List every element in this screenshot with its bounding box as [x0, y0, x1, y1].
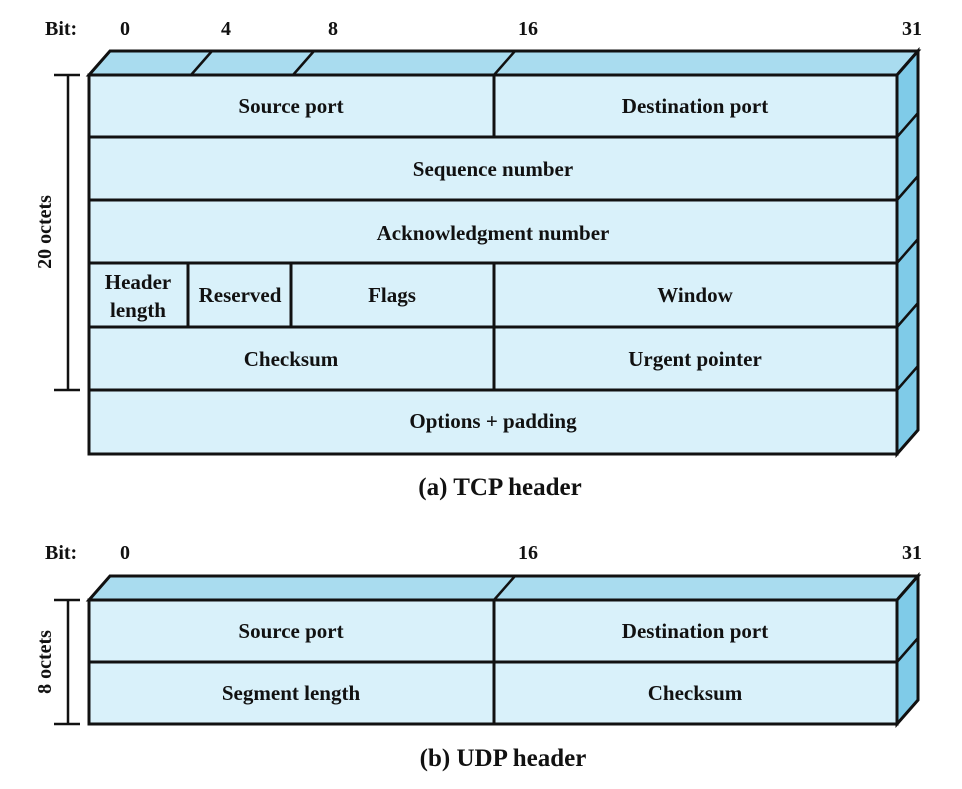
udp-header-caption: (b) UDP header [420, 745, 587, 772]
tcp-field-reserved: Reserved [199, 283, 282, 307]
udp-octets-label: 8 octets [34, 630, 56, 694]
udp-field-checksum: Checksum [648, 681, 743, 705]
udp-bit-31: 31 [902, 542, 922, 564]
udp-octet-bracket [54, 598, 80, 726]
tcp-field-header-length-line2: length [110, 298, 166, 322]
tcp-bit-8: 8 [328, 18, 338, 40]
tcp-field-sequence-number: Sequence number [413, 157, 573, 181]
tcp-bit-16: 16 [518, 18, 538, 40]
tcp-bit-0: 0 [120, 18, 130, 40]
udp-bit-prefix: Bit: [45, 542, 77, 564]
tcp-bit-31: 31 [902, 18, 922, 40]
tcp-header-diagram: Bit: 0 4 8 16 31 Source p [34, 18, 922, 501]
tcp-bit-prefix: Bit: [45, 18, 77, 40]
tcp-field-flags: Flags [368, 283, 416, 307]
tcp-field-header-length-line1: Header [105, 270, 171, 294]
tcp-header-caption: (a) TCP header [418, 474, 581, 501]
tcp-field-urgent-pointer: Urgent pointer [628, 347, 762, 371]
tcp-octets-label: 20 octets [34, 195, 56, 269]
tcp-top-divider-16 [493, 50, 516, 76]
tcp-field-acknowledgment-number: Acknowledgment number [377, 221, 610, 245]
tcp-field-window: Window [657, 283, 733, 307]
tcp-field-options-padding: Options + padding [409, 409, 577, 433]
udp-field-source-port: Source port [238, 619, 343, 643]
udp-bit-0: 0 [120, 542, 130, 564]
udp-header-diagram: Bit: 0 16 31 Source port Destination por… [34, 542, 922, 772]
udp-field-destination-port: Destination port [622, 619, 768, 643]
tcp-bit-4: 4 [221, 18, 231, 40]
tcp-field-destination-port: Destination port [622, 94, 768, 118]
udp-field-segment-length: Segment length [222, 681, 361, 705]
tcp-octet-bracket [54, 73, 80, 392]
tcp-field-checksum: Checksum [244, 347, 339, 371]
tcp-top-divider-4 [190, 50, 213, 76]
udp-bit-16: 16 [518, 542, 538, 564]
udp-top-divider-16 [493, 575, 516, 601]
tcp-field-source-port: Source port [238, 94, 343, 118]
tcp-top-divider-8 [292, 50, 315, 76]
